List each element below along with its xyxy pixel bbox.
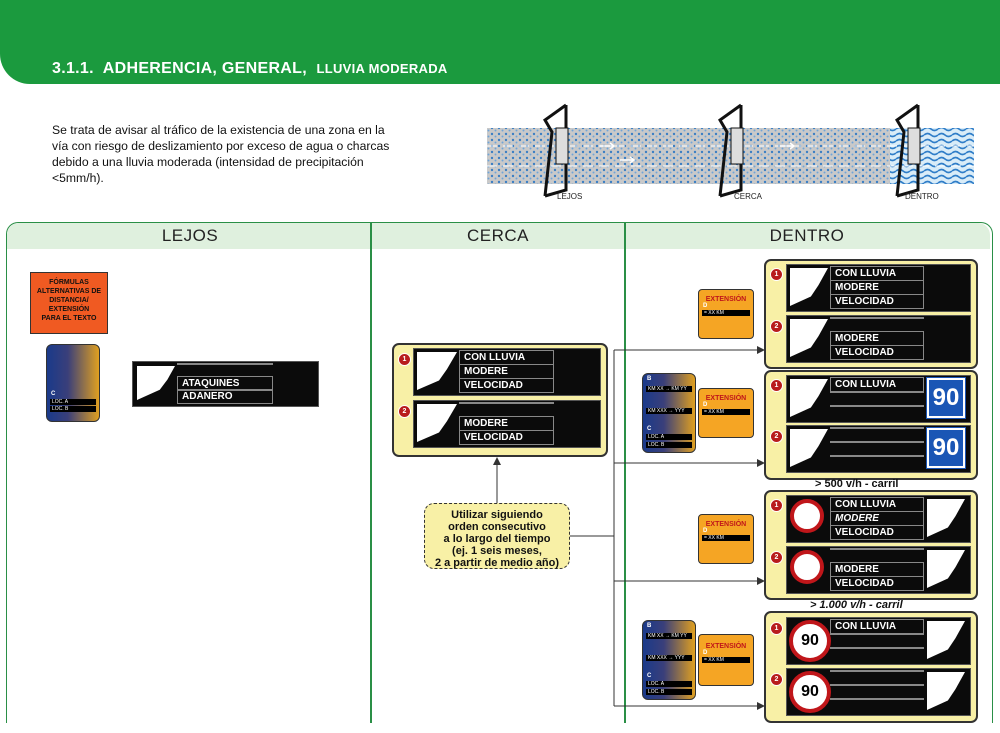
speed-limit-90-red: 90 <box>789 620 831 662</box>
column-head-cerca: CERCA <box>466 226 529 245</box>
flood-waves <box>890 128 974 184</box>
vms-sign-dentro-1a: CON LLUVIA MODERE VELOCIDAD <box>786 264 971 312</box>
column-head-lejos: LEJOS <box>161 226 219 245</box>
vms-sign-dentro-3a: CON LLUVIA MODERE VELOCIDAD <box>786 495 971 543</box>
vms-sign-dentro-2a: CON LLUVIA 90 <box>786 375 971 423</box>
slippery-road-pictogram <box>137 366 175 400</box>
vms-sign-dentro-4b: 90 <box>786 668 971 716</box>
vms-sign-cerca-2: MODERE VELOCIDAD <box>413 400 601 448</box>
vms-sign-dentro-4a: 90 CON LLUVIA <box>786 617 971 665</box>
road-label-cerca: CERCA <box>734 192 763 201</box>
extension-box: EXTENSIÓN D = XX KM <box>698 289 754 339</box>
page-title: 3.1.1. ADHERENCIA, GENERAL, LLUVIA MODER… <box>52 60 448 78</box>
extension-box: EXTENSIÓN D = XX KM <box>698 388 754 438</box>
route-panel-sign: B KM XX → KM YY KM XXX → YYY C LOC. A LO… <box>642 620 696 700</box>
sign-number-badge: 1 <box>770 622 783 635</box>
road-label-lejos: LEJOS <box>557 192 583 201</box>
column-head-dentro: DENTRO <box>769 226 845 245</box>
sign-number-badge: 2 <box>770 430 783 443</box>
sign-number-badge: 1 <box>770 268 783 281</box>
vms-sign-cerca-1: CON LLUVIA MODERE VELOCIDAD <box>413 348 601 396</box>
vms-sign-dentro-1b: MODERE VELOCIDAD <box>786 315 971 363</box>
gantry-lejos <box>543 103 569 198</box>
gantry-dentro <box>895 103 921 198</box>
section-title: ADHERENCIA, GENERAL, <box>102 60 307 77</box>
sign-number-badge: 2 <box>398 405 411 418</box>
vms-sign-lejos: ATAQUINES ADANERO <box>132 361 319 407</box>
sign-number-badge: 1 <box>770 379 783 392</box>
column-divider <box>370 223 372 723</box>
column-divider <box>624 223 626 723</box>
header-bar <box>0 0 1000 84</box>
extension-box: EXTENSIÓN D = XX KM <box>698 514 754 564</box>
vms-sign-dentro-2b: 90 <box>786 425 971 473</box>
sign-number-badge: 2 <box>770 320 783 333</box>
sign-number-badge: 1 <box>398 353 411 366</box>
speed-limit-90-blue: 90 <box>926 427 966 469</box>
intro-text: Se trata de avisar al tráfico de la exis… <box>52 123 390 185</box>
rain-dots <box>487 128 890 184</box>
traffic-condition-1000: > 1.000 v/h - carril <box>810 599 903 611</box>
column-header-bar <box>7 223 990 249</box>
speed-limit-90-blue: 90 <box>926 377 966 419</box>
extension-box: EXTENSIÓN D = XX KM <box>698 634 754 686</box>
sign-number-badge: 2 <box>770 673 783 686</box>
gantry-cerca <box>718 103 744 198</box>
no-overtaking-sign <box>790 550 824 584</box>
traffic-condition-500: > 500 v/h - carril <box>815 478 899 490</box>
formula-box: FÓRMULAS ALTERNATIVAS DE DISTANCIA/ EXTE… <box>30 272 108 334</box>
speed-limit-90-red: 90 <box>789 671 831 713</box>
route-panel-sign: B KM XX → KM YY KM XXX → YYY C LOC. A LO… <box>642 373 696 453</box>
sequence-callout: Utilizar siguiendo orden consecutivo a l… <box>424 503 570 569</box>
vms-sign-dentro-3b: MODERE VELOCIDAD <box>786 546 971 594</box>
no-overtaking-sign <box>790 499 824 533</box>
route-panel-sign: C LOC. A LOC. B <box>46 344 100 422</box>
road-label-dentro: DENTRO <box>905 192 939 201</box>
section-number: 3.1.1. <box>52 60 94 77</box>
sign-number-badge: 2 <box>770 551 783 564</box>
diagram-panel <box>6 222 993 723</box>
road-surface <box>487 128 974 184</box>
section-subtitle: LLUVIA MODERADA <box>316 61 448 76</box>
sign-number-badge: 1 <box>770 499 783 512</box>
